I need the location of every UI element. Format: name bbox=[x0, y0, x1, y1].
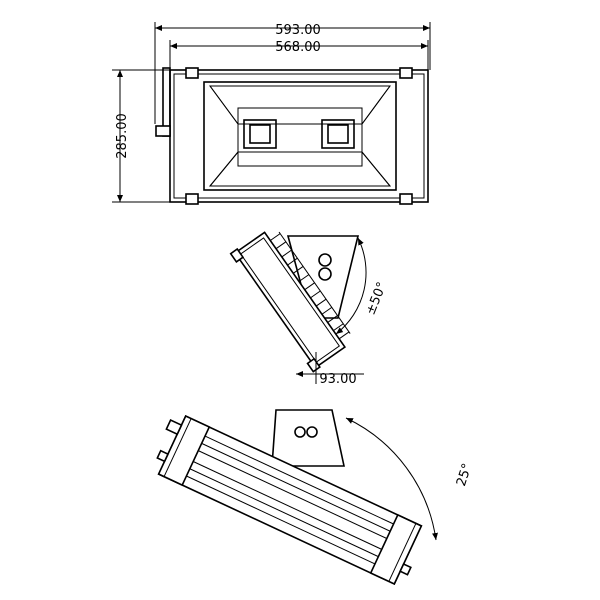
front-view bbox=[155, 67, 429, 205]
side-fixture-body bbox=[229, 231, 351, 373]
front-housing bbox=[169, 69, 429, 203]
dim-overall-width-label: 593.00 bbox=[275, 23, 321, 38]
reflector-outer bbox=[203, 81, 397, 191]
bracket-hole-2 bbox=[318, 267, 332, 281]
led-chip-left-core bbox=[249, 124, 271, 144]
dim-height: 285.00 bbox=[112, 69, 170, 203]
dim-depth-label: 93.00 bbox=[319, 372, 356, 387]
cable-gland bbox=[155, 125, 171, 137]
bottom-cable-gland bbox=[165, 418, 183, 436]
bracket-hole-1 bbox=[318, 253, 332, 267]
tilt-side-label: ±50° bbox=[363, 280, 390, 317]
corner-tab-tr bbox=[399, 67, 413, 79]
front-housing-inner bbox=[173, 73, 425, 199]
bottom-bracket-hole-1 bbox=[294, 426, 306, 438]
led-chip-right bbox=[321, 119, 355, 149]
bottom-bracket bbox=[271, 409, 345, 467]
bottom-bracket-hole-2 bbox=[306, 426, 318, 438]
led-chip-left bbox=[243, 119, 277, 149]
end-cap-left bbox=[157, 414, 211, 487]
corner-tab-br bbox=[399, 193, 413, 205]
tilt-bottom-label: 25° bbox=[454, 462, 475, 489]
reflector-floor bbox=[237, 107, 363, 167]
side-view: ±50° 93.00 bbox=[229, 231, 390, 387]
reflector-bottom-facet bbox=[208, 151, 392, 187]
reflector-top-facet bbox=[209, 85, 391, 125]
tilt-arc-bottom bbox=[345, 417, 438, 541]
led-chip-right-core bbox=[327, 124, 349, 144]
corner-tab-bl bbox=[185, 193, 199, 205]
dim-body-width-label: 568.00 bbox=[275, 40, 321, 55]
dim-overall-width: 593.00 bbox=[154, 22, 431, 124]
dim-height-label: 285.00 bbox=[115, 113, 130, 159]
bottom-view: 25° bbox=[156, 409, 475, 586]
tilt-arc-side bbox=[335, 237, 367, 335]
corner-tab-tl bbox=[185, 67, 199, 79]
dim-body-width: 568.00 bbox=[169, 40, 429, 70]
